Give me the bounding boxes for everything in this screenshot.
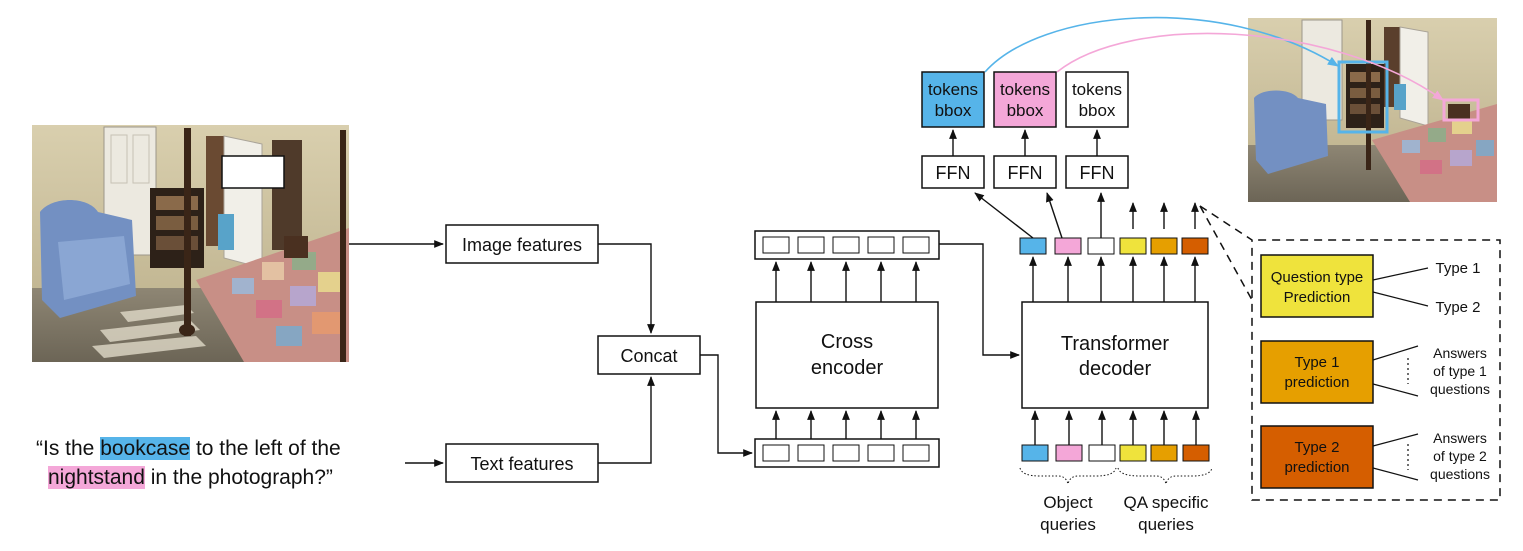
output-box-white	[1065, 71, 1129, 128]
transformer-decoder-box: Transformer decoder	[1021, 301, 1209, 409]
type1-prediction-label-2: prediction	[1284, 374, 1349, 391]
object-queries-label-1: Object	[1043, 493, 1092, 512]
text-features-label: Text features	[470, 454, 573, 474]
prediction-heads-panel: Question type Prediction Type 1 Type 2 T…	[1199, 205, 1501, 501]
cross-encoder-label-1: Cross	[821, 331, 873, 353]
ffn-box-a	[921, 155, 985, 189]
pink-curve-arrow	[1056, 32, 1444, 101]
answers2-label-3: questions	[1430, 466, 1490, 482]
cross-encoder-box: Cross encoder	[755, 301, 939, 409]
arrows	[349, 129, 1200, 467]
type2-prediction-label-2: prediction	[1284, 459, 1349, 476]
type1-prediction-box	[1260, 340, 1374, 404]
ffn-box-c	[1065, 155, 1129, 189]
qa-queries-label-1: QA specific	[1123, 493, 1209, 512]
question-open: “Is the	[36, 437, 101, 460]
ffn-box-b	[993, 155, 1057, 189]
question-type-box	[1260, 254, 1374, 318]
question-middle: to the left of the	[190, 437, 341, 460]
type2-prediction-label-1: Type 2	[1294, 439, 1339, 456]
output-photo	[1248, 18, 1497, 202]
output-box-white-tokens: tokens	[1072, 80, 1122, 99]
qa-queries-label-2: queries	[1138, 515, 1194, 534]
ffn-1	[221, 155, 285, 189]
text-features-box: Text features	[445, 443, 599, 483]
type2-label: Type 2	[1435, 299, 1480, 316]
transformer-label-1: Transformer	[1061, 333, 1170, 355]
nightstand-bbox	[1442, 98, 1480, 122]
object-queries-brace	[1019, 467, 1117, 485]
ffn-label-c: FFN	[1080, 163, 1115, 183]
highlight-nightstand: nightstand	[48, 466, 145, 489]
question-line-1: “Is the bookcase to the left of the	[36, 434, 341, 464]
output-box-pink-tokens: tokens	[1000, 80, 1050, 99]
image-features-box: Image features	[445, 224, 599, 264]
answers1-label-2: of type 1	[1433, 363, 1487, 379]
concat-box: Concat	[597, 335, 701, 375]
bedroom-photo	[32, 125, 349, 362]
cross-encoder-output-tokens	[754, 230, 940, 260]
output-box-pink-bbox: bbox	[1007, 101, 1044, 120]
answers1-label-3: questions	[1430, 381, 1490, 397]
question-line-2: nightstand in the photograph?”	[48, 463, 333, 493]
decoder-output-tokens	[1019, 237, 1209, 255]
ffn-label-a: FFN	[936, 163, 971, 183]
object-queries-label-2: queries	[1040, 515, 1096, 534]
concat-label: Concat	[620, 346, 677, 366]
cross-encoder-label-2: encoder	[811, 357, 884, 379]
answers2-label-1: Answers	[1433, 430, 1487, 446]
cross-encoder-input-tokens	[754, 438, 940, 468]
question-end: in the photograph?”	[144, 466, 333, 489]
output-box-blue	[921, 71, 985, 128]
answers1-label-1: Answers	[1433, 345, 1487, 361]
question-type-label-2: Prediction	[1284, 289, 1351, 306]
transformer-label-2: decoder	[1079, 358, 1152, 380]
output-box-blue-tokens: tokens	[928, 80, 978, 99]
output-box-pink	[993, 71, 1057, 128]
ffn-label-b: FFN	[1008, 163, 1043, 183]
decoder-query-tokens	[1021, 444, 1210, 462]
type1-label: Type 1	[1435, 260, 1480, 277]
type1-prediction-label-1: Type 1	[1294, 354, 1339, 371]
bookcase-bbox	[1337, 60, 1389, 134]
qa-queries-brace	[1117, 467, 1213, 485]
question-type-label-1: Question type	[1271, 269, 1364, 286]
type2-prediction-box	[1260, 425, 1374, 489]
highlight-bookcase: bookcase	[100, 437, 191, 460]
blue-curve-arrow	[984, 16, 1339, 73]
ffn-row	[221, 155, 285, 189]
output-box-white-bbox: bbox	[1079, 101, 1116, 120]
answers2-label-2: of type 2	[1433, 448, 1487, 464]
output-box-blue-bbox: bbox	[935, 101, 972, 120]
image-features-label: Image features	[462, 235, 582, 255]
